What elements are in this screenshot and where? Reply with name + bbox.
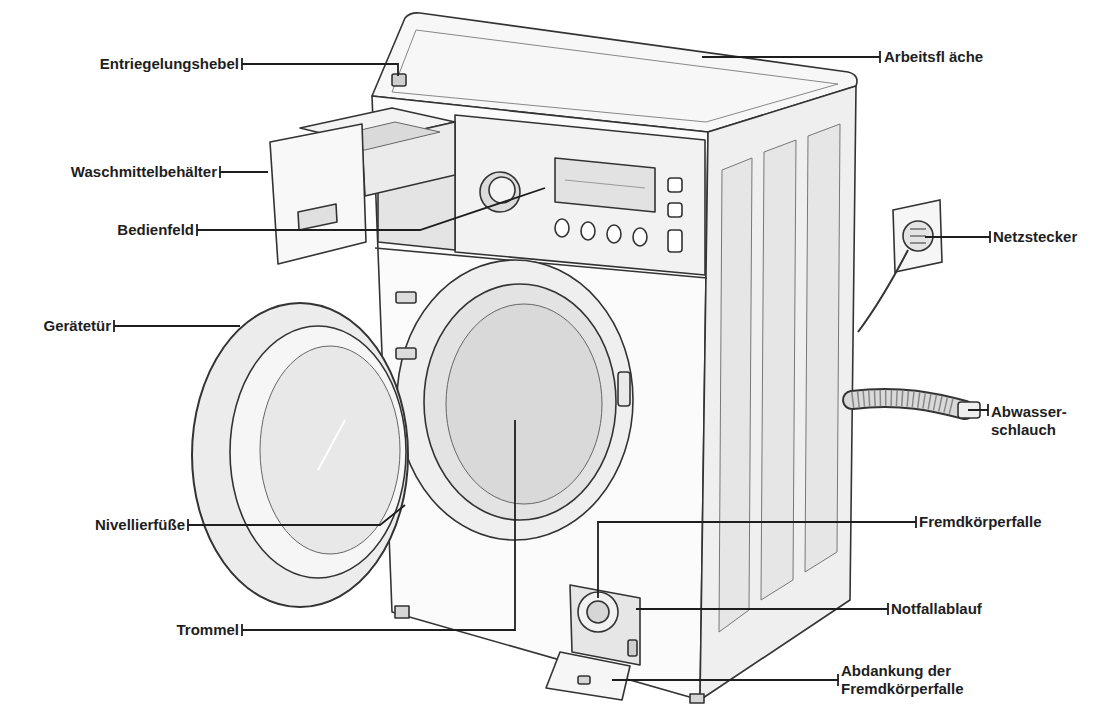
leveling-foot [690,694,704,703]
side-panel [761,140,796,600]
filter-hatch [570,585,640,665]
leader-line [636,603,888,615]
drain-hose [852,398,980,418]
leader-line [188,505,405,531]
filter-cap [587,601,609,623]
part-label: Entriegelungshebel [100,55,239,73]
hinge [396,348,416,359]
part-label: Netzstecker [993,228,1077,246]
button [668,230,682,252]
button [668,203,682,217]
leader-line [612,674,838,686]
button [668,178,682,192]
part-label: Fremdkörperfalle [919,513,1042,531]
control-panel [455,115,705,275]
program-knob [480,172,520,212]
part-label: Bedienfeld [117,221,194,239]
door-inner-ring [230,326,406,578]
cover-tab [578,676,590,684]
part-label: Notfallablauf [891,600,982,618]
door-lock [618,372,630,406]
part-label: Trommel [176,621,239,639]
button [555,219,569,237]
power-plug [858,200,942,332]
leader-line [242,420,515,636]
machine-body [372,13,857,700]
button [607,225,621,243]
part-label: Abwasser- schlauch [991,403,1081,439]
leader-line [197,188,545,236]
plug-ridges [910,229,926,243]
leader-line [702,51,880,63]
part-label: Nivellierfüße [95,516,185,534]
detergent-drawer [270,74,455,264]
leader-line [925,231,990,243]
button [633,228,647,246]
part-label: Abdankung der Fremdkörperfalle [841,662,981,698]
filter-area [395,585,704,703]
hinge [396,292,416,303]
door-frame [192,303,408,607]
leader-line [598,516,916,598]
wall-socket [893,200,942,272]
side-face [700,86,856,700]
release-lever [392,74,406,86]
door-glass [260,346,400,554]
leader-lines [114,51,990,686]
hose-outline [852,398,965,410]
button [581,222,595,240]
part-label: Waschmittelbehälter [71,163,217,181]
drawer-handle [298,204,337,230]
display [555,158,655,212]
leader-line [220,166,268,178]
hose-ribs [852,398,955,407]
door-seal [424,284,616,520]
leader-line [968,404,988,416]
part-label: Gerätetür [43,317,111,335]
glass-highlight [318,420,345,470]
plug [903,221,933,251]
open-door [192,292,416,607]
leader-line [114,320,240,332]
power-cable [858,250,908,332]
drum [446,304,602,504]
part-label: Arbeitsfl äche [884,48,983,66]
drawer-front [270,124,366,264]
emergency-drain [628,640,637,656]
leveling-foot [395,606,409,618]
hose [852,398,965,410]
filter-cover [546,652,630,700]
display-line [565,180,645,188]
side-panel [805,124,840,572]
leader-line [242,58,398,76]
side-panel [719,158,752,632]
